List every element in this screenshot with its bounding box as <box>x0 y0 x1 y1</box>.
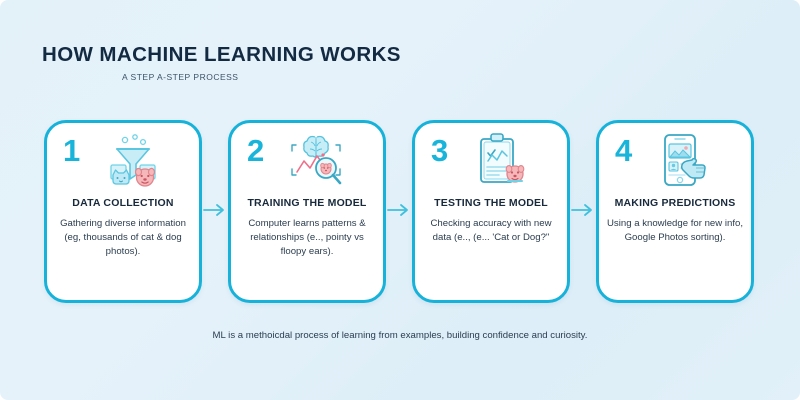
step-card-2-header: 2 <box>231 123 383 195</box>
page-subtitle: A STEP A-STEP PROCESS <box>122 72 239 82</box>
step-body-1: Gathering diverse information (eg, thous… <box>60 218 186 257</box>
step-number-3: 3 <box>431 133 449 168</box>
step-card-4[interactable]: 4 <box>596 120 754 303</box>
step-body-4: Using a knowledge for new info, Google P… <box>607 218 743 243</box>
funnel-data-icon <box>99 131 165 189</box>
brain-chart-magnifier-icon <box>283 131 349 189</box>
step-number-2: 2 <box>247 133 265 168</box>
arrow-2-to-3 <box>387 203 413 217</box>
step-number-1: 1 <box>63 133 81 168</box>
phone-photos-hand-icon <box>651 131 717 189</box>
step-card-3-header: 3 <box>415 123 567 195</box>
step-card-2[interactable]: 2 <box>228 120 386 303</box>
steps-container: 1 <box>44 120 756 303</box>
step-card-1-header: 1 <box>47 123 199 195</box>
step-title-3: TESTING THE MODEL <box>434 197 548 209</box>
step-body-3: Checking accuracy with new data (e.., (e… <box>430 218 552 243</box>
step-title-2: TRAINING THE MODEL <box>247 197 367 209</box>
arrow-3-to-4 <box>571 203 597 217</box>
step-card-1[interactable]: 1 <box>44 120 202 303</box>
step-title-1: DATA COLLECTION <box>72 197 174 209</box>
footer-caption: ML is a methoicdal process of learning f… <box>212 330 588 341</box>
clipboard-chart-dog-icon <box>467 131 533 189</box>
arrow-1-to-2 <box>203 203 229 217</box>
step-number-4: 4 <box>615 133 633 168</box>
step-title-4: MAKING PREDICTIONS <box>614 197 736 209</box>
step-body-2: Computer learns patterns & relationships… <box>248 218 366 257</box>
step-card-3[interactable]: 3 <box>412 120 570 303</box>
page-title: HOW MACHINE LEARNING WORKS <box>42 43 401 66</box>
step-card-4-header: 4 <box>599 123 751 195</box>
